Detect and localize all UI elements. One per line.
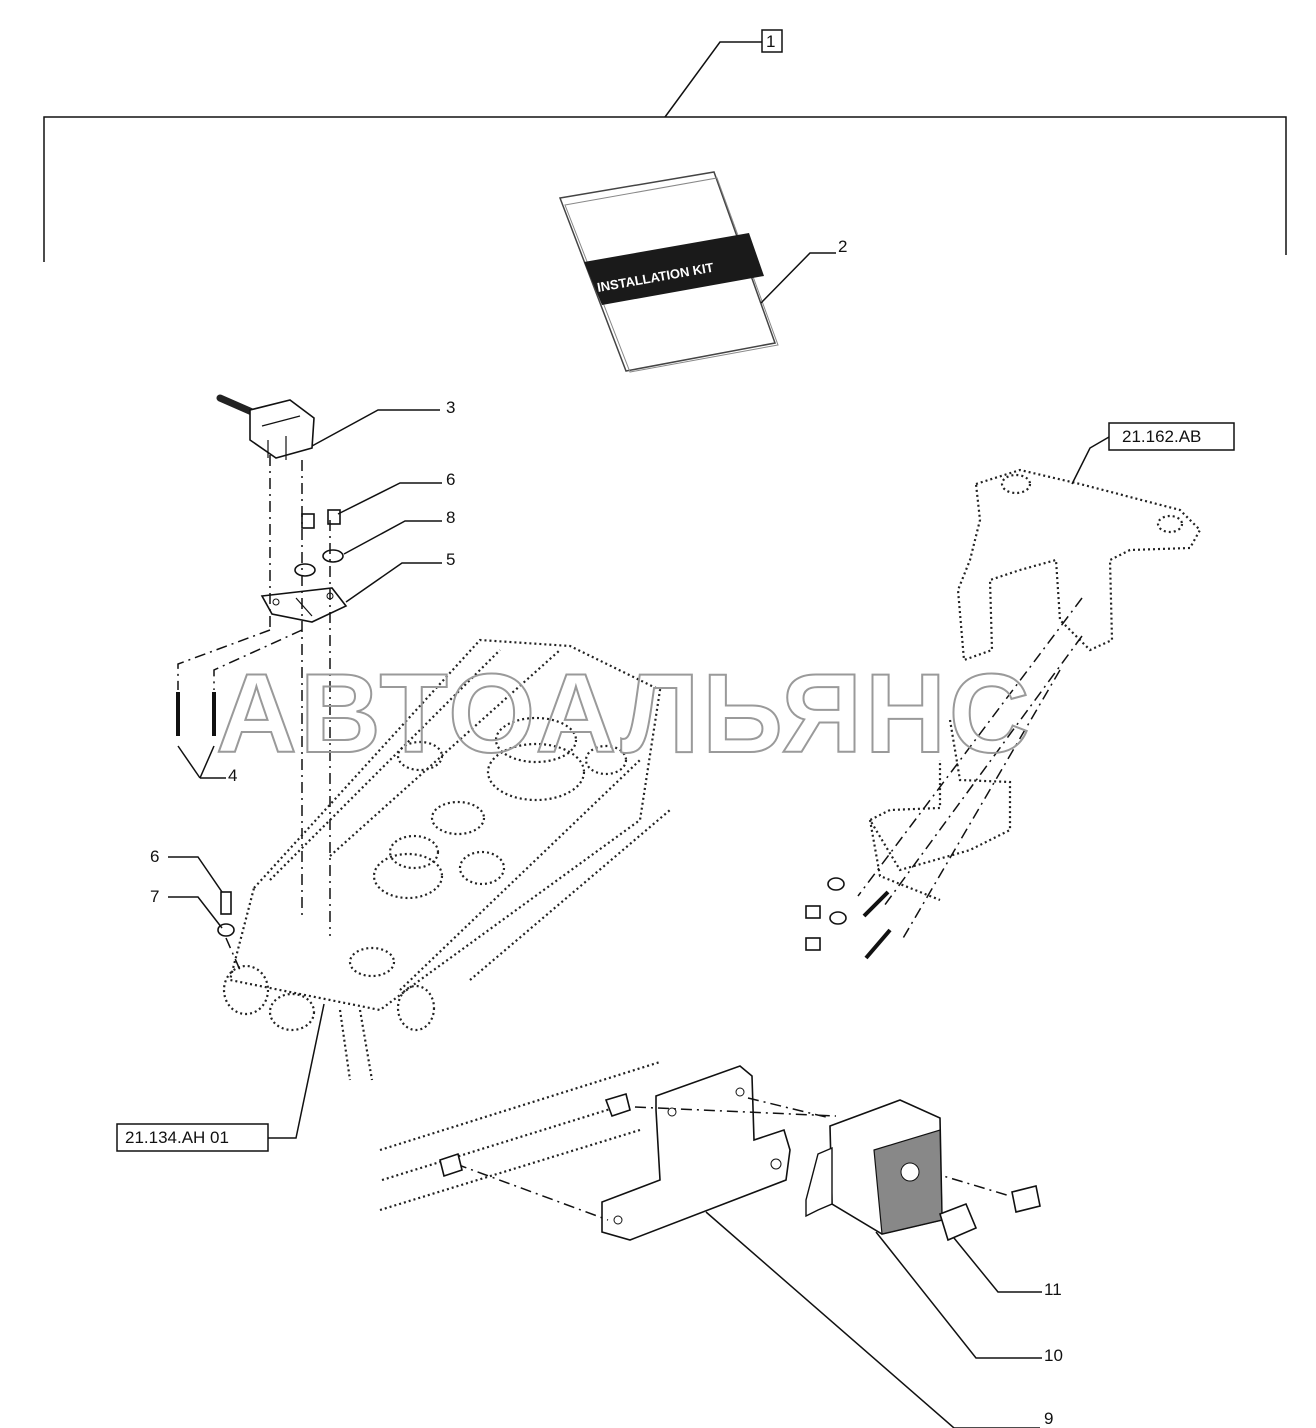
ref-21-162-ab: 21.162.AB (1122, 427, 1201, 446)
installation-kit-booklet: INSTALLATION KIT (558, 171, 779, 373)
screws (176, 692, 216, 779)
callout-3: 3 (446, 398, 455, 417)
callout-7: 7 (150, 887, 159, 906)
ref-21-134-ah-01: 21.134.AH 01 (125, 1128, 229, 1147)
mounting-frame-lines (379, 1060, 661, 1212)
mounting-plate (260, 587, 348, 623)
callout-8: 8 (446, 508, 455, 527)
callout-4: 4 (228, 766, 237, 785)
right-fasteners (805, 877, 892, 960)
engine-block (222, 638, 671, 1081)
watermark-text: АВТОАЛЬЯНС (216, 651, 1033, 776)
bolts-and-washers (294, 509, 344, 577)
support-bracket (868, 468, 1202, 902)
backup-alarm (805, 1099, 943, 1235)
ref-box-frame: 21.134.AH 01 (116, 1003, 325, 1152)
callout-9: 9 (1044, 1409, 1053, 1428)
alarm-bolts (439, 1092, 1041, 1242)
kit-bracket: 1 (43, 29, 1287, 262)
alarm-bracket (601, 1065, 791, 1241)
callout-6b: 6 (150, 847, 159, 866)
callout-6a: 6 (446, 470, 455, 489)
callout-5: 5 (446, 550, 455, 569)
callout-2: 2 (838, 237, 847, 256)
switch-part (216, 394, 315, 460)
ref-box-bracket: 21.162.AB (1071, 422, 1235, 485)
callout-10: 10 (1044, 1346, 1063, 1365)
callout-1: 1 (766, 32, 775, 51)
callout-11: 11 (1044, 1280, 1062, 1299)
